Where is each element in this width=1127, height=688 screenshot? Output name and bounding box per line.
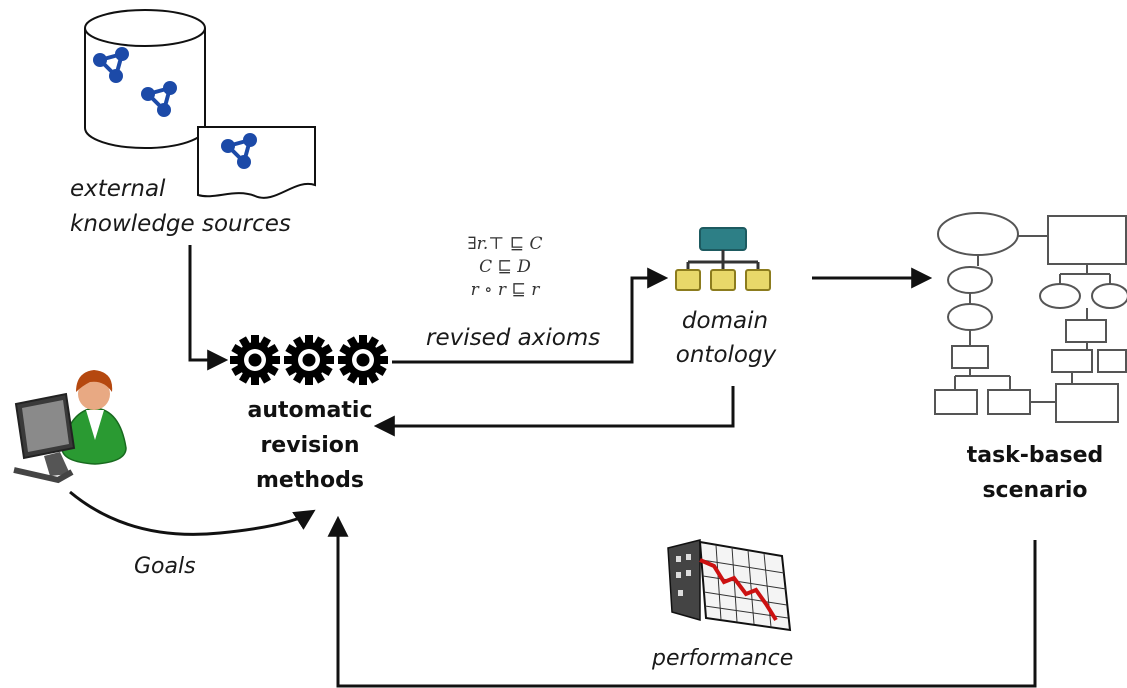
domain-ontology-label-line1: domain [681,308,769,334]
axiom-2: C ⊑ D [479,257,531,277]
domain-ontology-label-line2: ontology [675,342,777,368]
arrow-scenario-to-methods [327,515,1037,688]
arrows [69,245,1037,688]
flowchart-icon [934,212,1127,423]
database-graph-icon [84,9,206,149]
task-scenario-label-line1: task-based [966,443,1104,468]
user-at-computer-icon [13,370,127,484]
ontology-hierarchy-icon [675,227,771,291]
gears-icon [230,335,388,385]
revision-methods-label-line1: automatic [247,398,373,423]
external-sources-label-line1: external [70,176,166,202]
arrow-user-goals [69,490,316,536]
arrow-ontology-to-methods [373,386,735,437]
task-scenario-label-line2: scenario [982,478,1088,503]
goals-label: Goals [134,554,196,579]
arrow-sources-to-methods [188,245,229,371]
performance-label: performance [652,646,794,671]
external-sources-label-line2: knowledge sources [70,211,291,237]
revision-methods-label-line2: revision [260,433,360,458]
arrow-methods-to-ontology [392,267,669,364]
axiom-1: ∃r.⊤ ⊑ C [467,234,543,254]
revised-axioms-label: revised axioms [426,325,601,351]
revision-methods-label-line3: methods [256,468,364,493]
document-graph-icon [197,126,316,199]
axiom-3: r ∘ r ⊑ r [470,280,540,300]
declining-chart-icon [667,539,792,632]
